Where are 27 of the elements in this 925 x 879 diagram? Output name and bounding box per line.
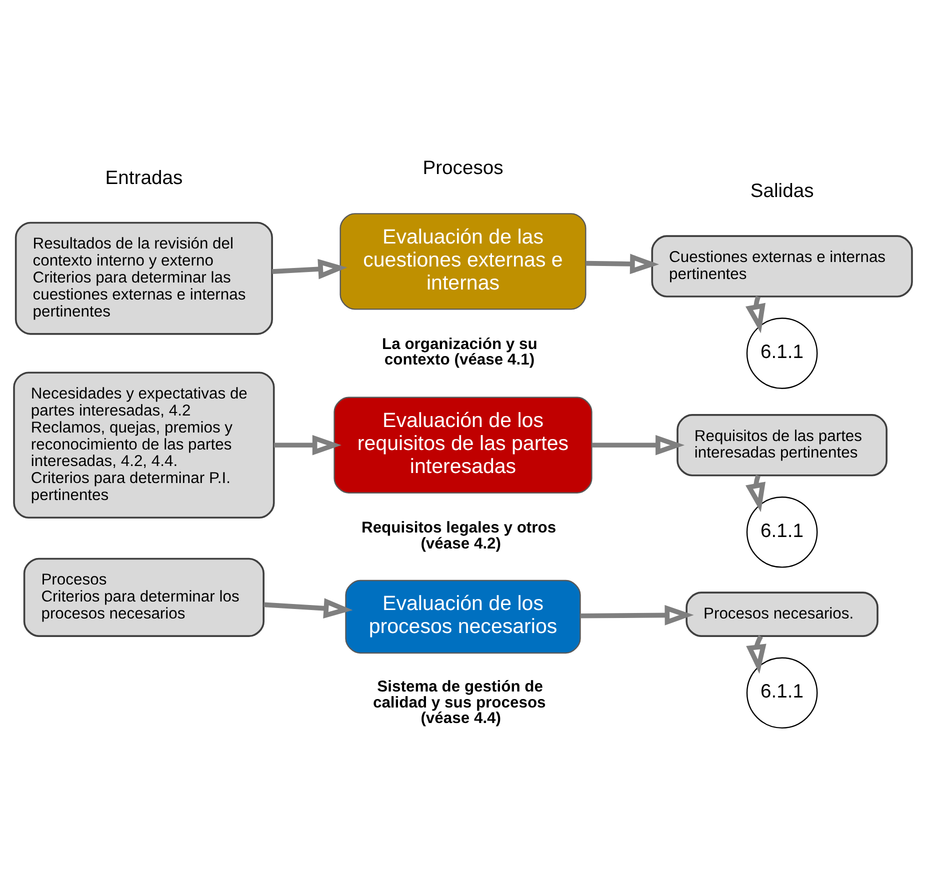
label: Salidas <box>750 180 814 202</box>
node-label: Requisitos legales y otros (véase 4.2) <box>360 519 556 552</box>
label: Procesos <box>422 158 503 179</box>
arrow <box>585 253 659 274</box>
node-box: Requisitos de las partes interesadas pertinentes <box>676 414 887 476</box>
node-circle: 6.1.1 <box>746 656 818 728</box>
node-box: Cuestiones externas e internas pertinentes <box>650 234 912 297</box>
arrow <box>273 434 341 455</box>
arrow <box>580 604 694 625</box>
node-box: Evaluación de los procesos necesarios <box>344 579 580 654</box>
arrow <box>745 474 766 512</box>
arrow <box>272 258 347 279</box>
arrow <box>745 295 766 333</box>
label: Entradas <box>104 167 182 188</box>
node-box: Procesos necesarios. <box>685 591 878 636</box>
arrow <box>592 434 684 455</box>
node-circle: 6.1.1 <box>746 317 818 388</box>
arrow <box>263 598 352 618</box>
node-box: Resultados de la revisión del contexto interno y externo Criterios para determinar las cuestiones externas e internas pertinentes <box>14 221 272 334</box>
node-box: Evaluación de las cuestiones externas e internas <box>339 212 586 310</box>
node-label: La organización y su contexto (véase 4.1) <box>382 335 537 368</box>
node-box: Procesos Criterios para determinar los procesos necesarios <box>22 557 264 636</box>
arrow <box>746 634 766 674</box>
node-box: Necesidades y expectativas de partes interesadas, 4.2 Reclamos, quejas, premios y reconocimiento de las partes interesadas, 4.2, 4.4. Criterios para determinar P.I. pertinentes <box>12 371 274 518</box>
node-label: Sistema de gestión de calidad y sus procesos (véase 4.4) <box>372 678 546 726</box>
node-circle: 6.1.1 <box>746 496 818 568</box>
node-box: Evaluación de los requisitos de las partes interesadas <box>333 396 592 493</box>
